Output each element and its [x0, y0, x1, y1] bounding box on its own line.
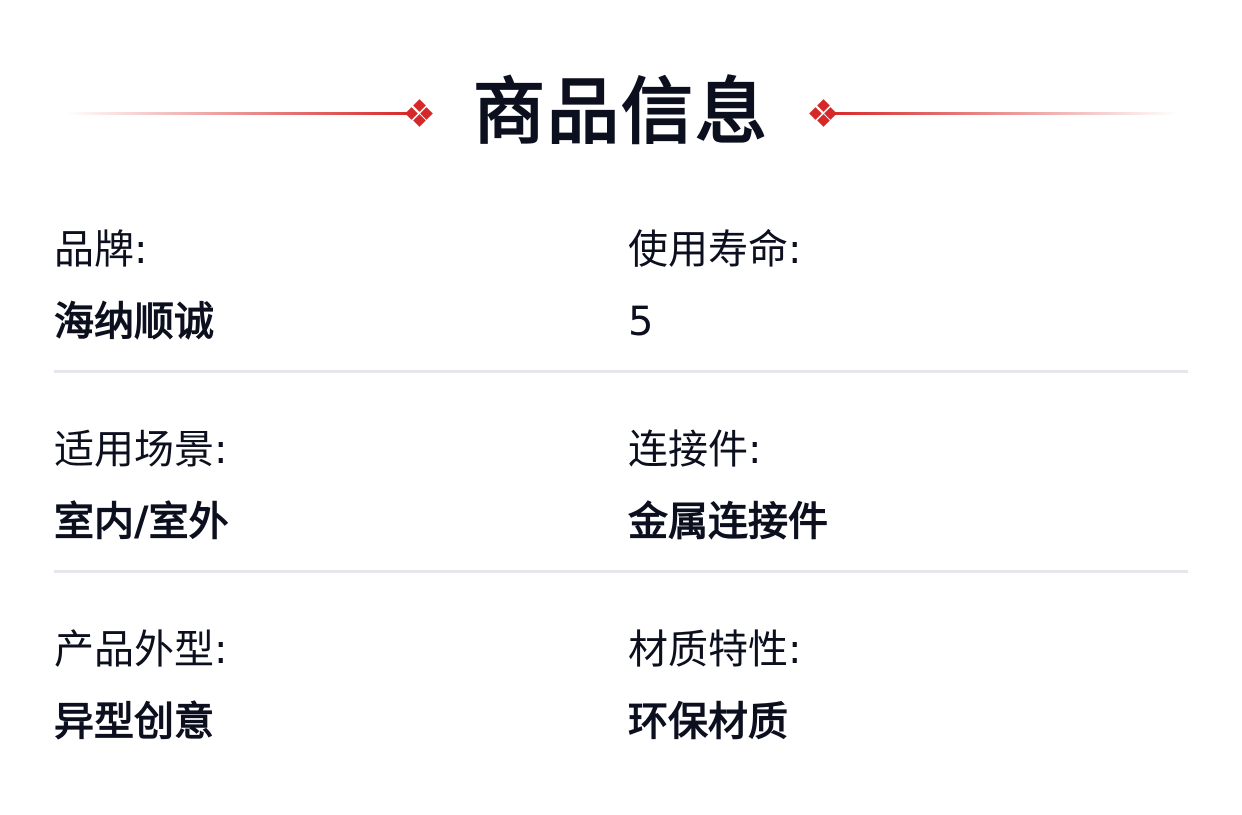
spec-label: 使用寿命:	[628, 227, 802, 273]
spec-label: 适用场景:	[54, 427, 228, 473]
spec-value: 金属连接件	[628, 499, 828, 545]
spec-item-connector: 连接件: 金属连接件	[628, 414, 1188, 564]
spec-label: 连接件:	[628, 427, 762, 473]
header-left-rule	[66, 112, 411, 115]
section-header: 商品信息	[0, 62, 1242, 162]
spec-value: 异型创意	[54, 699, 214, 745]
spec-value: 5	[628, 299, 654, 345]
section-title: 商品信息	[472, 70, 769, 154]
spec-row: 适用场景: 室内/室外 连接件: 金属连接件	[54, 414, 1188, 614]
spec-label: 材质特性:	[628, 627, 802, 673]
spec-label: 产品外型:	[54, 627, 228, 673]
spec-row: 产品外型: 异型创意 材质特性: 环保材质	[54, 614, 1188, 814]
header-right-rule	[832, 112, 1177, 115]
spec-row: 品牌: 海纳顺诚 使用寿命: 5	[54, 214, 1188, 414]
spec-item-scene: 适用场景: 室内/室外	[54, 414, 614, 564]
spec-value: 室内/室外	[54, 499, 229, 545]
spec-item-shape: 产品外型: 异型创意	[54, 614, 614, 764]
spec-item-lifespan: 使用寿命: 5	[628, 214, 1188, 364]
spec-value: 海纳顺诚	[54, 299, 214, 345]
row-divider	[54, 570, 1188, 573]
row-divider	[54, 370, 1188, 373]
spec-value: 环保材质	[628, 699, 788, 745]
spec-label: 品牌:	[54, 227, 148, 273]
spec-item-brand: 品牌: 海纳顺诚	[54, 214, 614, 364]
spec-item-material: 材质特性: 环保材质	[628, 614, 1188, 764]
